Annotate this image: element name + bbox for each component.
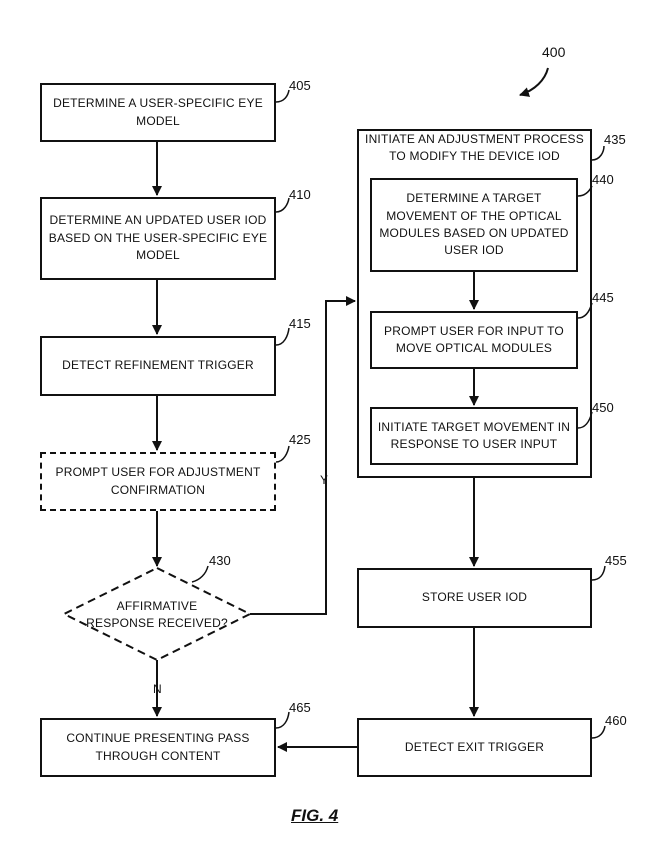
- step-435-container: [357, 129, 592, 478]
- step-465-box: CONTINUE PRESENTING PASS THROUGH CONTENT: [40, 718, 276, 777]
- step-440-line-2: MOVEMENT OF THE OPTICAL: [386, 208, 562, 223]
- step-405-box: DETERMINE A USER-SPECIFIC EYE MODEL: [40, 83, 276, 142]
- leader-430: [191, 565, 209, 583]
- step-465-line-1: CONTINUE PRESENTING PASS: [66, 731, 250, 746]
- step-445-box: PROMPT USER FOR INPUT TO MOVE OPTICAL MO…: [370, 311, 578, 369]
- decision-430-ref: 430: [209, 553, 231, 568]
- step-410-line-3: MODEL: [136, 248, 180, 263]
- step-415-box: DETECT REFINEMENT TRIGGER: [40, 336, 276, 396]
- step-435-ref: 435: [604, 132, 626, 147]
- leader-460: [591, 725, 606, 739]
- step-460-box: DETECT EXIT TRIGGER: [357, 718, 592, 777]
- step-425-box: PROMPT USER FOR ADJUSTMENT CONFIRMATION: [40, 452, 276, 511]
- step-425-ref: 425: [289, 432, 311, 447]
- step-435-line-1: INITIATE AN ADJUSTMENT PROCESS: [365, 132, 584, 146]
- step-415-ref: 415: [289, 316, 311, 331]
- figure-number: 400: [542, 44, 566, 60]
- decision-430-line-2: RESPONSE RECEIVED?: [86, 615, 228, 630]
- step-455-line-1: STORE USER IOD: [421, 590, 528, 605]
- leader-435: [591, 145, 605, 161]
- leader-405: [275, 89, 290, 103]
- step-440-box: DETERMINE A TARGET MOVEMENT OF THE OPTIC…: [370, 178, 578, 272]
- step-405-line-2: MODEL: [136, 113, 180, 128]
- figure-caption: FIG. 4: [291, 806, 339, 825]
- step-460-line-1: DETECT EXIT TRIGGER: [404, 739, 545, 754]
- step-460-ref: 460: [605, 713, 627, 728]
- step-450-box: INITIATE TARGET MOVEMENT IN RESPONSE TO …: [370, 407, 578, 465]
- step-465-line-2: THROUGH CONTENT: [95, 748, 221, 763]
- step-425-line-2: CONFIRMATION: [110, 482, 206, 497]
- step-410-line-2: BASED ON THE USER-SPECIFIC EYE: [48, 230, 268, 245]
- leader-415: [275, 327, 290, 346]
- decision-430-text: AFFIRMATIVE RESPONSE RECEIVED?: [80, 598, 234, 632]
- step-435-line-2: TO MODIFY THE DEVICE IOD: [389, 149, 560, 164]
- figure-pointer-arrow: [519, 67, 549, 97]
- step-450-line-2: RESPONSE TO USER INPUT: [390, 437, 558, 451]
- step-410-box: DETERMINE AN UPDATED USER IOD BASED ON T…: [40, 197, 276, 280]
- leader-455: [591, 565, 606, 581]
- step-455-box: STORE USER IOD: [357, 568, 592, 628]
- leader-465: [275, 711, 290, 729]
- step-425-line-1: PROMPT USER FOR ADJUSTMENT: [55, 465, 261, 480]
- step-455-ref: 455: [605, 553, 627, 568]
- step-445-line-2: MOVE OPTICAL MODULES: [395, 341, 553, 355]
- leader-425: [275, 445, 290, 463]
- step-450-line-1: INITIATE TARGET MOVEMENT IN: [377, 419, 571, 434]
- step-435-title: INITIATE AN ADJUSTMENT PROCESS TO MODIFY…: [357, 131, 592, 166]
- no-label: N: [153, 682, 162, 696]
- step-440-line-1: DETERMINE A TARGET: [406, 191, 542, 206]
- arrow-430-yes-to-435: [250, 296, 356, 615]
- step-445-line-1: PROMPT USER FOR INPUT TO: [384, 323, 564, 338]
- step-450-ref: 450: [592, 400, 614, 415]
- step-410-ref: 410: [289, 187, 311, 202]
- decision-430-line-1: AFFIRMATIVE: [116, 599, 198, 613]
- step-410-line-1: DETERMINE AN UPDATED USER IOD: [49, 213, 267, 228]
- decision-diamond-430: [61, 566, 253, 662]
- yes-label: Y: [320, 473, 329, 487]
- step-440-line-3: MODULES BASED ON UPDATED: [379, 226, 569, 240]
- step-440-line-4: USER IOD: [444, 243, 504, 258]
- step-440-ref: 440: [592, 172, 614, 187]
- step-405-line-1: DETERMINE A USER-SPECIFIC EYE: [53, 96, 263, 111]
- step-405-ref: 405: [289, 78, 311, 93]
- step-445-ref: 445: [592, 290, 614, 305]
- step-465-ref: 465: [289, 700, 311, 715]
- step-415-line-1: DETECT REFINEMENT TRIGGER: [62, 358, 254, 373]
- leader-410: [275, 197, 290, 213]
